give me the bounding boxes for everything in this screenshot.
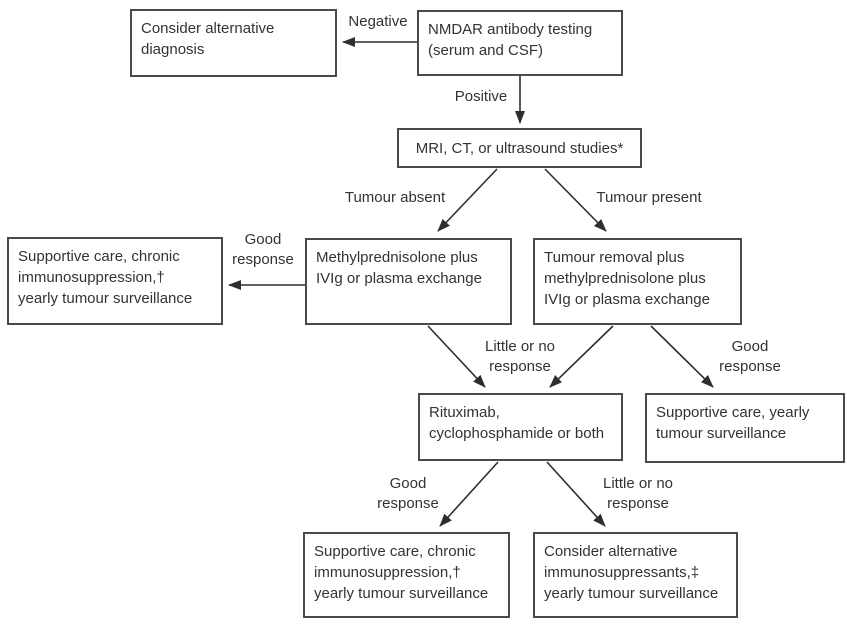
- node-consider-alternative-diagnosis: Consider alternative diagnosis: [130, 9, 337, 77]
- node-supportive-care-chronic-immunosuppression-bottom: Supportive care, chronic immunosuppressi…: [303, 532, 510, 618]
- arrow-tumour-removal-to-rituximab: [549, 325, 614, 388]
- arrow-rituximab-to-alt-immunosuppressants: [546, 461, 606, 527]
- edge-label-good-response-left: Good response: [232, 231, 294, 268]
- arrow-methylprednisolone-to-rituximab: [427, 325, 486, 388]
- edge-label-positive: Positive: [454, 88, 508, 105]
- node-supportive-care-yearly-surveillance: Supportive care, yearly tumour surveilla…: [645, 393, 845, 463]
- arrow-tumour-removal-to-supportive-yearly: [650, 325, 714, 388]
- arrow-rituximab-to-supportive-bottom: [439, 461, 499, 527]
- arrow-mri-to-methylprednisolone: [437, 168, 498, 232]
- edge-label-good-response-right: Good response: [719, 338, 781, 375]
- edge-label-little-or-no-response-mid: Little or no response: [484, 338, 556, 375]
- edge-label-tumour-present: Tumour present: [596, 189, 702, 206]
- edge-label-tumour-absent: Tumour absent: [344, 189, 446, 206]
- node-supportive-care-chronic-immunosuppression-left: Supportive care, chronic immunosuppressi…: [7, 237, 223, 325]
- node-consider-alternative-immunosuppressants: Consider alternative immunosuppressants,…: [533, 532, 738, 618]
- node-mri-ct-ultrasound-studies: MRI, CT, or ultrasound studies*: [397, 128, 642, 168]
- node-tumour-removal-methylprednisolone: Tumour removal plus methylprednisolone p…: [533, 238, 742, 325]
- edge-label-good-response-bottom-left: Good response: [377, 475, 439, 512]
- edge-label-little-or-no-response-bottom-right: Little or no response: [602, 475, 674, 512]
- node-methylprednisolone-ivig-plasma: Methylprednisolone plus IVIg or plasma e…: [305, 238, 512, 325]
- edge-label-negative: Negative: [348, 13, 408, 30]
- node-nmdar-antibody-testing: NMDAR antibody testing (serum and CSF): [417, 10, 623, 76]
- node-rituximab-cyclophosphamide: Rituximab, cyclophosphamide or both: [418, 393, 623, 461]
